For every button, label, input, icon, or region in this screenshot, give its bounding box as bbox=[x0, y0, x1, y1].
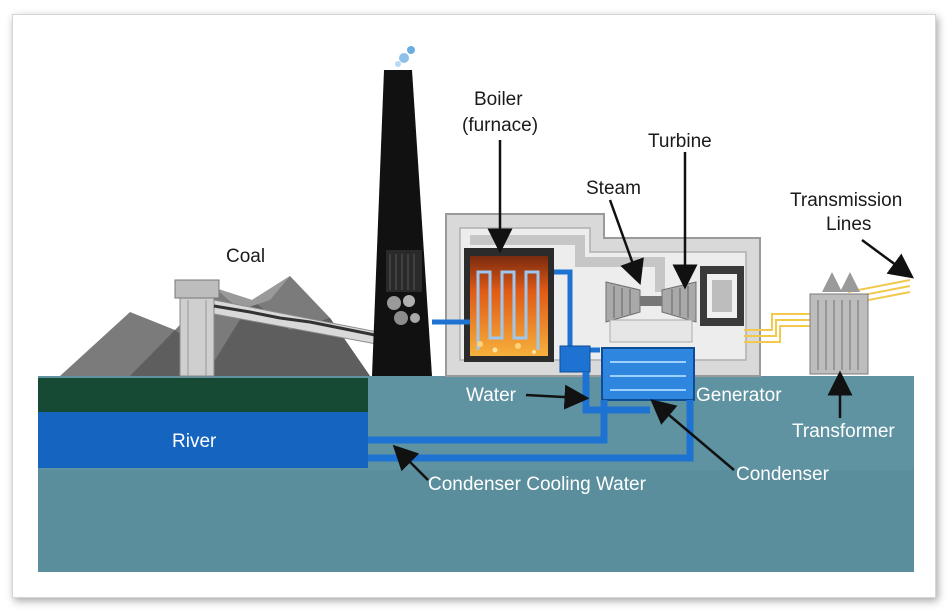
label-coal: Coal bbox=[226, 246, 265, 267]
label-condenser: Condenser bbox=[736, 464, 830, 485]
smokestack bbox=[372, 70, 432, 376]
condenser bbox=[601, 319, 695, 401]
cooling-water-arrow bbox=[392, 444, 429, 481]
label-generator: Generator bbox=[696, 385, 782, 406]
ground-deep bbox=[38, 470, 914, 572]
conveyor-tower bbox=[174, 279, 220, 377]
boiler bbox=[464, 248, 554, 362]
label-river: River bbox=[172, 431, 217, 452]
label-transformer: Transformer bbox=[792, 421, 895, 442]
label-steam: Steam bbox=[586, 178, 641, 199]
smoke-puff-icon bbox=[395, 46, 415, 67]
label-lines: Lines bbox=[826, 214, 871, 235]
condenser-arrow bbox=[650, 399, 735, 471]
transmission-arrow bbox=[861, 238, 915, 279]
label-transmission: Transmission bbox=[790, 190, 902, 211]
label-boiler: Boiler bbox=[474, 89, 523, 110]
water-arrow bbox=[525, 384, 590, 410]
turbine bbox=[605, 281, 697, 323]
transformer bbox=[809, 272, 869, 375]
feed-pump bbox=[559, 345, 591, 373]
river bbox=[38, 412, 368, 468]
label-turbine: Turbine bbox=[648, 131, 712, 152]
steam-pipe bbox=[470, 235, 665, 292]
label-condenser-cooling-water: Condenser Cooling Water bbox=[428, 474, 647, 495]
label-furnace: (furnace) bbox=[462, 115, 538, 136]
generator bbox=[700, 266, 744, 326]
pointer-arrows bbox=[392, 140, 915, 481]
label-water: Water bbox=[466, 385, 517, 406]
steam-arrow bbox=[608, 199, 644, 286]
riverbank bbox=[38, 378, 368, 412]
